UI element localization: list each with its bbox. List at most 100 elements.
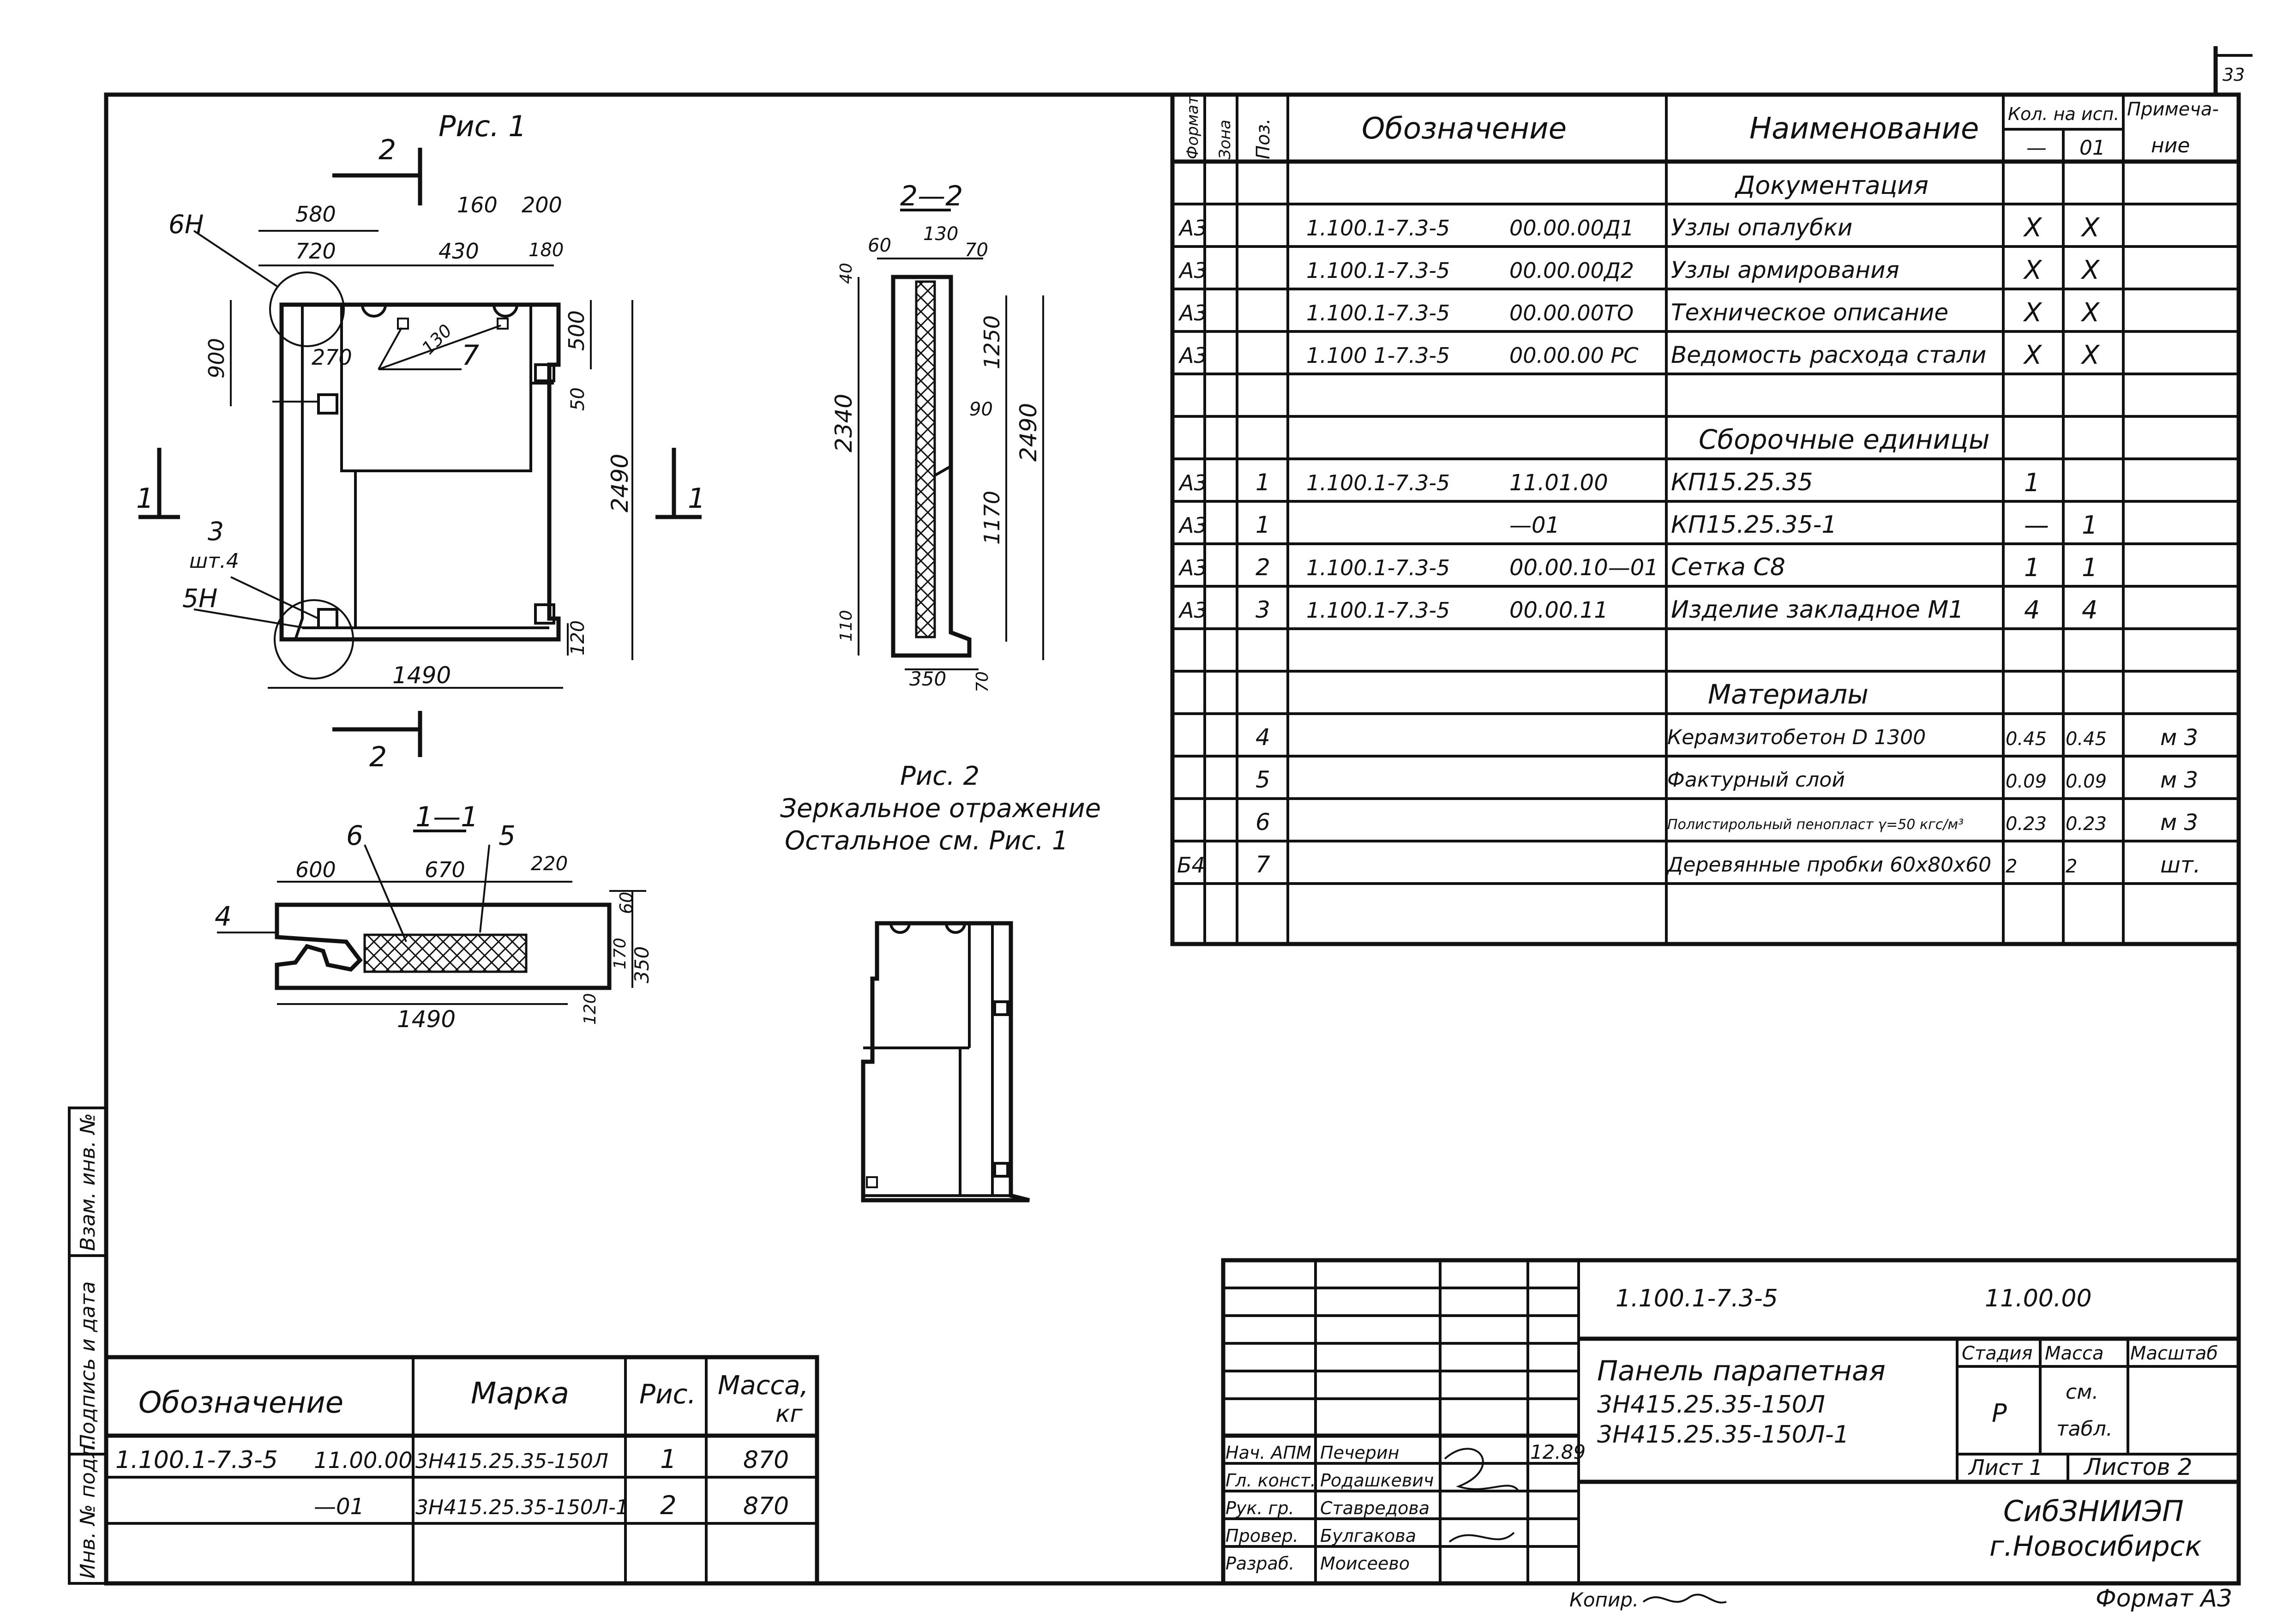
role-label: Нач. АПМ	[1226, 1443, 1311, 1463]
spec-assembly-format: А3	[1178, 470, 1208, 495]
title-block-org-1: СибЗНИИЭП	[2003, 1494, 2184, 1528]
role-person: Булгакова	[1320, 1526, 1416, 1546]
spec-assembly-qty-a: 1	[2024, 468, 2040, 497]
fig2-title: Рис. 2	[900, 761, 979, 791]
spec-header-name: Наименование	[1749, 112, 1979, 146]
spec-doc-format: А3	[1178, 301, 1208, 325]
fig1-dim-160: 160	[457, 192, 498, 217]
fig1-callout-7: 7	[462, 339, 479, 372]
title-block-grid	[1221, 1258, 2241, 1586]
title-block-org-2: г.Новосибирск	[1989, 1530, 2202, 1563]
fig2-line2: Остальное см. Рис. 1	[785, 826, 1069, 856]
spec-doc-number: 00.00.00 РС	[1509, 343, 1638, 368]
sec22-dim-60: 60	[868, 235, 891, 256]
marks-header-mark: Марка	[471, 1377, 569, 1411]
role-label: Провер.	[1226, 1526, 1298, 1546]
spec-header-qty-b: 01	[2079, 136, 2105, 160]
fig1-dim-580: 580	[295, 202, 336, 227]
footer-format: Формат А3	[2096, 1585, 2232, 1612]
role-person: Печерин	[1320, 1443, 1399, 1463]
fig1-callout-3: 3	[208, 517, 224, 546]
spec-header-pos: Поз.	[1253, 118, 1274, 159]
fig1-dim-180: 180	[529, 240, 564, 261]
spec-section-assemblies: Сборочные единицы	[1699, 424, 1990, 455]
sec11-dim-120: 120	[581, 993, 600, 1025]
marks-header-mass-2: кг	[775, 1400, 803, 1428]
spec-doc-qty-b: X	[2080, 213, 2100, 243]
sec22-dim-1250: 1250	[979, 315, 1004, 369]
spec-material-name: Деревянные пробки 60х80х60	[1666, 853, 1991, 877]
section-2-2-drawing: 2—2	[858, 180, 1044, 670]
spec-assembly-name: Изделие закладное М1	[1671, 596, 1964, 624]
spec-material-note: шт.	[2160, 852, 2200, 878]
sec22-dim-90: 90	[969, 399, 993, 420]
sec22-title: 2—2	[900, 180, 963, 212]
spec-material-qty-a: 2	[2006, 856, 2017, 877]
spec-header-designation: Обозначение	[1362, 112, 1567, 146]
spec-assembly-number: 00.00.10—01	[1509, 555, 1658, 581]
spec-material-qty-a: 0.23	[2006, 813, 2047, 835]
spec-material-format: Б4	[1177, 853, 1205, 878]
fig1-dim-900: 900	[204, 338, 229, 379]
spec-assembly-format: А3	[1178, 598, 1208, 623]
sec22-dim-350: 350	[909, 668, 946, 690]
fig2-drawing	[861, 921, 1030, 1203]
spec-material-qty-b: 2	[2066, 856, 2077, 877]
spec-assembly-code: 1.100.1-7.3-5	[1306, 470, 1450, 495]
spec-doc-format: А3	[1178, 343, 1208, 368]
spec-material-qty-b: 0.45	[2066, 728, 2107, 750]
spec-doc-qty-b: X	[2080, 255, 2100, 285]
title-block-scale-header: Масштаб	[2130, 1343, 2218, 1364]
sec11-callout-4: 4	[215, 901, 232, 932]
spec-doc-qty-b: X	[2080, 298, 2100, 328]
fig1-dim-430: 430	[439, 239, 479, 264]
fig1-dim-120: 120	[567, 620, 589, 656]
title-block-code: 1.100.1-7.3-5	[1616, 1285, 1778, 1312]
title-block-mass-1: см.	[2066, 1380, 2098, 1404]
spec-doc-format: А3	[1178, 258, 1208, 283]
spec-material-pos: 6	[1256, 809, 1270, 836]
spec-doc-code: 1.100.1-7.3-5	[1306, 216, 1450, 241]
spec-doc-qty-a: X	[2023, 340, 2043, 370]
sec11-title: 1—1	[415, 801, 478, 833]
marks-row-fig: 2	[660, 1491, 677, 1521]
fig1-drawing: Рис. 1	[138, 109, 702, 757]
fig1-dim-2490: 2490	[607, 454, 633, 512]
title-block-mass-2: табл.	[2056, 1417, 2113, 1441]
spec-section-docs: Документация	[1735, 171, 1929, 200]
marks-row-mass: 870	[743, 1492, 789, 1520]
fig1-section-mark-2-bottom: 2	[369, 741, 387, 773]
sec11-dim-600: 600	[295, 857, 336, 882]
title-block-stage: Р	[1992, 1399, 2007, 1428]
sec11-callout-5: 5	[499, 820, 516, 851]
marks-row-code: 1.100.1-7.3-5	[115, 1446, 278, 1474]
fig1-section-mark-1-right: 1	[688, 482, 705, 515]
spec-doc-qty-a: X	[2023, 255, 2043, 285]
role-label: Рук. гр.	[1226, 1498, 1294, 1518]
marks-table-grid	[104, 1355, 819, 1586]
spec-doc-number: 00.00.00Д2	[1509, 258, 1634, 283]
spec-header-qty: Кол. на исп.	[2008, 104, 2119, 124]
role-person: Ставредова	[1320, 1498, 1430, 1518]
fig1-section-mark-2-top: 2	[378, 134, 396, 166]
spec-doc-qty-a: X	[2023, 213, 2043, 243]
side-stamp-signature-date: Подпись и дата	[76, 1281, 100, 1450]
spec-doc-name: Узлы опалубки	[1671, 214, 1852, 241]
spec-material-name: Полистирольный пенопласт γ=50 кгс/м³	[1667, 817, 1964, 833]
title-block-sheet: Лист 1	[1968, 1455, 2043, 1480]
sec11-callout-6: 6	[346, 820, 363, 851]
spec-header-format: Формат	[1184, 95, 1202, 159]
title-block-name-3: 3Н415.25.35-150Л-1	[1597, 1421, 1849, 1449]
spec-assembly-code: 1.100.1-7.3-5	[1306, 598, 1450, 623]
spec-header-qty-a: —	[2026, 136, 2047, 160]
spec-doc-format: А3	[1178, 216, 1208, 241]
spec-assembly-qty-a: —	[2024, 511, 2049, 540]
spec-assembly-format: А3	[1178, 555, 1208, 580]
spec-header-note-1: Примеча-	[2127, 99, 2219, 120]
spec-material-pos: 7	[1256, 851, 1270, 878]
sec11-dim-1490: 1490	[397, 1006, 456, 1033]
spec-material-pos: 4	[1256, 724, 1270, 751]
sec22-dim-70: 70	[965, 240, 988, 261]
spec-doc-name: Узлы армирования	[1671, 257, 1899, 283]
